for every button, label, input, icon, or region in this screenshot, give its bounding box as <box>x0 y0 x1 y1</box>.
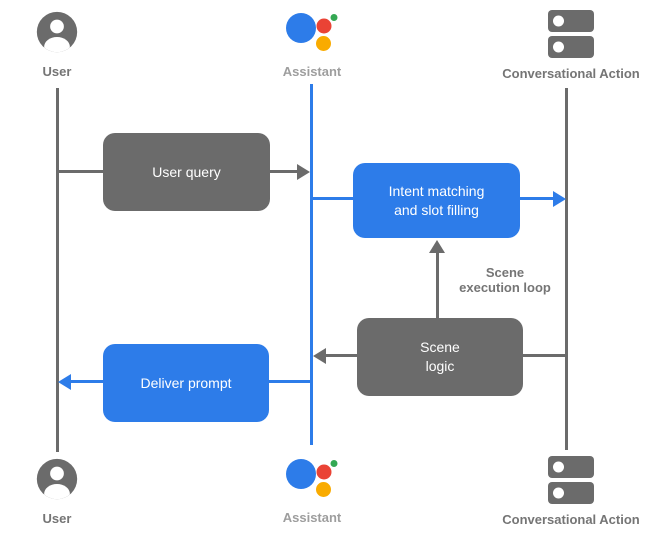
user-query-box: User query <box>103 133 270 211</box>
assistant-label: Assistant <box>282 64 342 79</box>
actor-conversational-action-bottom: Conversational Action <box>483 456 659 527</box>
assistant-lifeline <box>310 84 313 445</box>
scene-logic-box-line1: Scene <box>420 339 460 355</box>
conversational-action-label: Conversational Action <box>502 512 640 527</box>
user-lifeline <box>56 88 59 452</box>
user-query-box-label: User query <box>152 163 221 180</box>
scene-loop-arrow-line <box>436 252 439 318</box>
intent-matching-box-line1: Intent matching <box>388 182 485 199</box>
deliver-prompt-box: Deliver prompt <box>103 344 269 422</box>
deliver-prompt-in-line <box>269 380 312 383</box>
user-label: User <box>42 64 72 79</box>
scene-execution-loop-line1: Scene <box>485 265 525 280</box>
deliver-prompt-arrowhead-icon <box>58 374 71 390</box>
assistant-label: Assistant <box>282 510 342 525</box>
intent-matching-arrowhead-icon <box>553 191 566 207</box>
intent-matching-in-line <box>312 197 353 200</box>
deliver-prompt-box-label: Deliver prompt <box>140 374 232 391</box>
scene-logic-box-line2: logic <box>425 358 455 374</box>
scene-execution-loop-note: Scene execution loop <box>430 265 580 295</box>
actor-user-bottom: User <box>7 457 107 526</box>
assistant-icon <box>286 13 338 51</box>
conversational-action-label: Conversational Action <box>502 66 640 81</box>
deliver-prompt-out-line <box>71 380 103 383</box>
user-query-arrowhead-icon <box>297 164 310 180</box>
scene-loop-arrowhead-icon <box>429 240 445 253</box>
assistant-icon <box>286 459 338 497</box>
conversational-action-lifeline <box>565 88 568 450</box>
actor-user-top: User <box>7 10 107 79</box>
server-stack-icon <box>548 10 594 58</box>
intent-matching-box-line2: and slot filling <box>394 201 479 218</box>
user-label: User <box>42 511 72 526</box>
actor-assistant-top: Assistant <box>252 12 372 79</box>
actor-conversational-action-top: Conversational Action <box>483 10 659 81</box>
scene-logic-out-line <box>326 354 357 357</box>
scene-execution-loop-line2: execution loop <box>459 280 551 295</box>
scene-logic-box: Scene logic <box>357 318 523 396</box>
server-stack-icon <box>548 456 594 504</box>
scene-logic-in-line <box>523 354 567 357</box>
actor-assistant-bottom: Assistant <box>252 458 372 525</box>
intent-matching-out-line <box>520 197 553 200</box>
user-icon <box>36 458 78 500</box>
intent-matching-box: Intent matching and slot filling <box>353 163 520 238</box>
user-icon <box>36 11 78 53</box>
scene-logic-arrowhead-icon <box>313 348 326 364</box>
